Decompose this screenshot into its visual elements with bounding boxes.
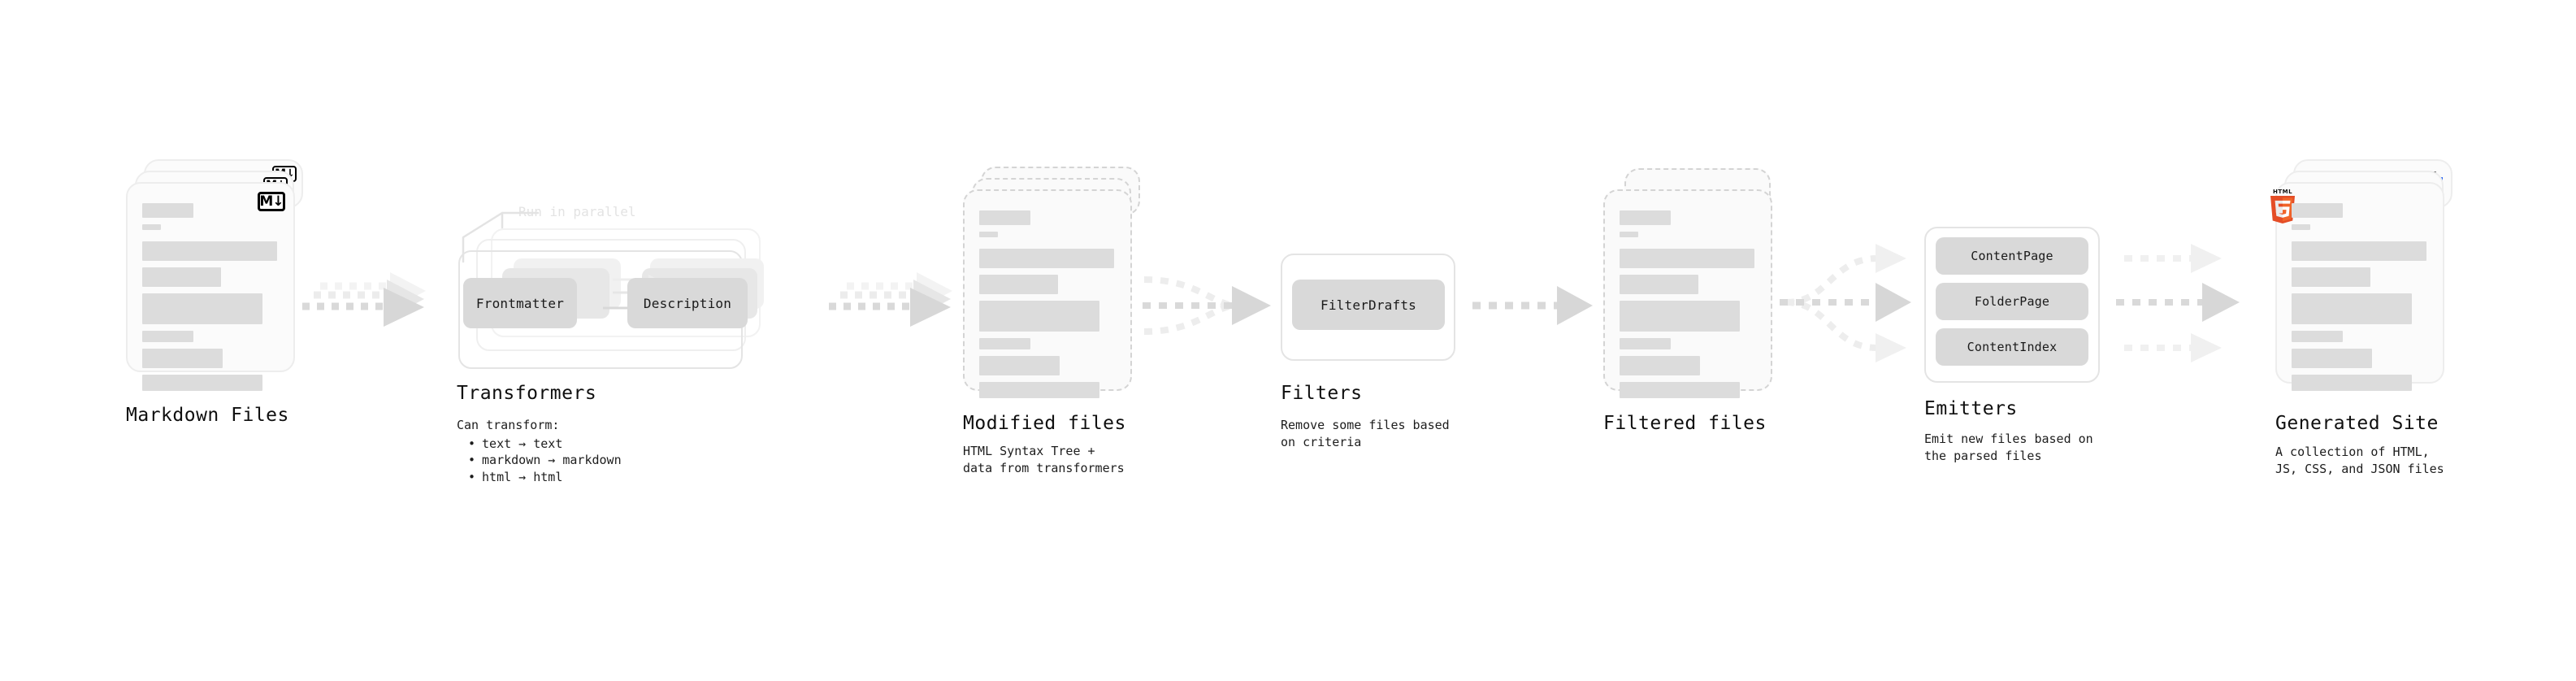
arrow-modified-files-to-filters: [1136, 268, 1274, 349]
stage-description-modified-files: HTML Syntax Tree + data from transformer…: [963, 444, 1125, 475]
filtered-files-stack: [1603, 167, 1774, 398]
filtered-file-card-front: [1603, 189, 1772, 398]
arrow-markdown-to-transformers: [302, 268, 432, 358]
stage-description-filters: Remove some files based on criteria: [1281, 418, 1450, 449]
stage-caption-filtered-files: Filtered files: [1603, 413, 1767, 434]
transformers-list: text → text markdown → markdown html → h…: [457, 436, 622, 486]
emitter-node-contentpage[interactable]: ContentPage: [1936, 237, 2088, 275]
filters-group-box: [1281, 254, 1455, 361]
modified-files-stack: [963, 167, 1140, 398]
filter-node-filterdrafts[interactable]: FilterDrafts: [1292, 280, 1445, 330]
stage-caption-filters: Filters: [1281, 383, 1363, 404]
file-content-placeholder: [142, 203, 280, 397]
list-item: html → html: [468, 469, 622, 486]
transformer-node-frontmatter[interactable]: Frontmatter: [463, 278, 577, 328]
stage-description-emitters: Emit new files based on the parsed files: [1924, 432, 2093, 463]
stage-description-generated-site: A collection of HTML, JS, CSS, and JSON …: [2275, 445, 2444, 476]
generated-site-stack: CSS HTML: [2270, 159, 2452, 391]
file-content-placeholder: [2292, 203, 2430, 397]
list-item: text → text: [468, 436, 622, 453]
transformers-list-title: Can transform:: [457, 418, 560, 432]
stage-caption-transformers: Transformers: [457, 383, 597, 404]
html5-word: HTML: [2272, 189, 2293, 195]
transformer-node-description[interactable]: Description: [627, 278, 748, 328]
arrow-filtered-files-to-emitters: [1780, 241, 1918, 362]
stage-caption-markdown-files: Markdown Files: [126, 405, 289, 426]
file-content-placeholder: [1620, 210, 1758, 405]
file-content-placeholder: [979, 210, 1117, 405]
arrow-filters-to-filtered-files: [1472, 286, 1594, 335]
run-in-parallel-label: Run in parallel: [518, 204, 636, 219]
markdown-file-card-front: M↓: [126, 182, 295, 391]
html5-icon: HTML: [2269, 189, 2296, 223]
stage-caption-modified-files: Modified files: [963, 413, 1126, 434]
modified-file-card-front: [963, 189, 1132, 398]
arrow-emitters-to-generated-site: [2116, 241, 2256, 362]
emitter-node-contentindex[interactable]: ContentIndex: [1936, 328, 2088, 366]
stage-caption-generated-site: Generated Site: [2275, 413, 2439, 434]
markdown-icon: M↓: [258, 192, 285, 211]
markdown-files-stack: M↓ M↓ M↓: [126, 159, 303, 391]
arrow-transformers-to-modified-files: [829, 268, 959, 358]
transformers-capability-list: Can transform: text → text markdown → ma…: [457, 417, 622, 486]
stage-caption-emitters: Emitters: [1924, 398, 2018, 419]
emitters-group-box: [1924, 227, 2100, 383]
generated-file-card-html: HTML: [2270, 182, 2444, 391]
emitter-node-folderpage[interactable]: FolderPage: [1936, 283, 2088, 320]
run-in-parallel-bracket: [457, 203, 546, 263]
list-item: markdown → markdown: [468, 452, 622, 469]
